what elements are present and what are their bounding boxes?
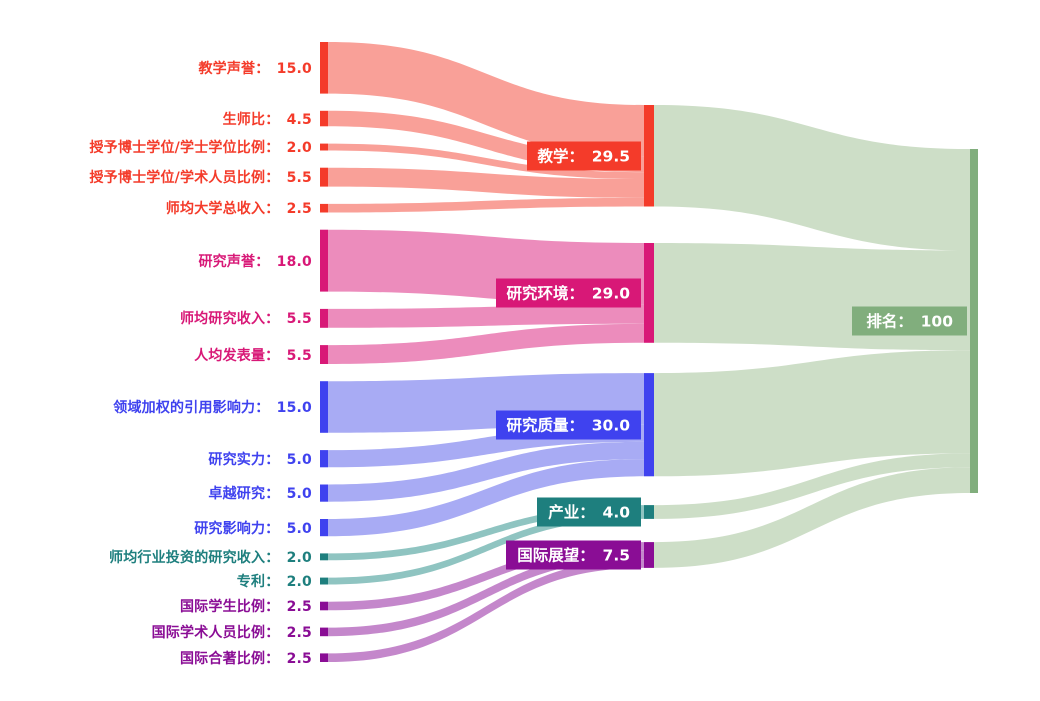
flow-international-students [328, 542, 644, 611]
flow-industry-research-income [328, 505, 644, 561]
node-international-coauthorship [320, 653, 328, 662]
flow-research-environment [654, 243, 970, 351]
node-teaching [644, 105, 654, 207]
node-field-weighted-citation-impact [320, 381, 328, 433]
flow-teaching-reputation [328, 42, 644, 157]
node-institutional-income [320, 203, 328, 213]
node-research-strength [320, 450, 328, 468]
flow-international-staff [328, 550, 644, 637]
node-patents [320, 577, 328, 585]
flow-teaching [654, 105, 970, 251]
node-research-excellence [320, 484, 328, 502]
node-student-staff-ratio [320, 110, 328, 127]
flow-field-weighted-citation-impact [328, 373, 644, 433]
node-research-environment [644, 243, 654, 343]
flow-international-coauthorship [328, 559, 644, 662]
flow-industry [654, 453, 970, 519]
flow-international-outlook [654, 467, 970, 568]
flow-doctorate-staff-ratio [328, 167, 644, 198]
node-research-quality [644, 373, 654, 477]
node-industry [644, 505, 654, 519]
node-research-influence [320, 519, 328, 537]
node-industry-research-income [320, 553, 328, 561]
node-international-outlook [644, 542, 654, 568]
node-doctorate-staff-ratio [320, 167, 328, 187]
node-teaching-reputation [320, 42, 328, 94]
flow-institutional-income [328, 197, 644, 213]
flow-research-excellence [328, 441, 644, 502]
flow-research-productivity [328, 323, 644, 364]
node-research-reputation [320, 229, 328, 292]
flow-research-income [328, 304, 644, 328]
node-research-income [320, 308, 328, 328]
flow-patents [328, 512, 644, 585]
node-doctorate-bachelor-ratio [320, 143, 328, 151]
node-international-staff [320, 627, 328, 637]
node-international-students [320, 601, 328, 611]
flow-research-quality [654, 350, 970, 477]
node-ranking [970, 149, 978, 493]
flow-research-reputation [328, 229, 644, 305]
node-research-productivity [320, 345, 328, 364]
flow-research-influence [328, 459, 644, 537]
